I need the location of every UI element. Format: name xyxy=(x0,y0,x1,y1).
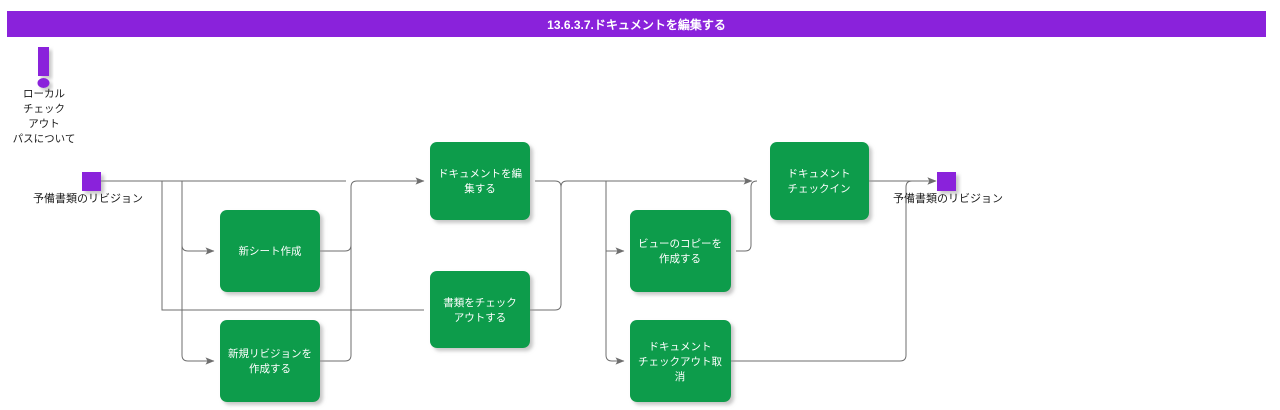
connector-edit-doc-out xyxy=(535,180,562,305)
connector-checkout-doc-out xyxy=(530,187,562,311)
note-line-1: チェック xyxy=(23,103,65,115)
page-title: 13.6.3.7.ドキュメントを編集する xyxy=(547,17,726,32)
connector-mid-merge-to-trunk xyxy=(560,177,753,188)
node-end[interactable]: 予備書類のリビジョン xyxy=(893,172,1003,205)
connector-trunk-to-new-sheet xyxy=(181,244,215,255)
connector-left-merge-up xyxy=(350,177,425,188)
connector-cancel-checkout-to-end xyxy=(730,177,937,362)
node-checkout-document[interactable]: 書類をチェック アウトする xyxy=(430,271,530,348)
connector-trunk-split-right xyxy=(605,181,625,365)
local-checkout-path-note: ローカル チェック アウト パスについて xyxy=(13,47,76,145)
node-copy-view-line-1: 作成する xyxy=(659,253,701,265)
node-checkout-document-line-0: 書類をチェック xyxy=(443,296,517,309)
connectors xyxy=(101,177,937,365)
node-cancel-checkout-line-2: 消 xyxy=(675,370,686,383)
node-new-revision-line-1: 作成する xyxy=(249,363,291,375)
connector-new-sheet-merge xyxy=(320,187,352,252)
note-line-2: アウト xyxy=(28,118,60,130)
note-line-3: パスについて xyxy=(13,133,76,145)
connector-trunk-to-checkout-doc xyxy=(161,181,424,311)
node-copy-view-line-0: ビューのコピーを xyxy=(638,238,722,250)
connector-new-revision-merge xyxy=(320,187,352,362)
node-new-sheet[interactable]: 新シート作成 xyxy=(220,210,320,292)
node-new-revision[interactable]: 新規リビジョンを 作成する xyxy=(220,320,320,402)
node-start-label: 予備書類のリビジョン xyxy=(33,191,143,205)
node-start[interactable]: 予備書類のリビジョン xyxy=(33,172,143,205)
node-checkin-document[interactable]: ドキュメント チェックイン xyxy=(770,142,869,220)
node-checkin-document-line-1: チェックイン xyxy=(788,183,851,195)
node-new-sheet-line-0: 新シート作成 xyxy=(239,244,302,257)
node-copy-view[interactable]: ビューのコピーを 作成する xyxy=(630,210,731,292)
node-end-label: 予備書類のリビジョン xyxy=(893,191,1003,205)
node-checkin-document-line-0: ドキュメント xyxy=(788,168,851,180)
connector-copy-view-merge xyxy=(736,180,758,252)
header-bar: 13.6.3.7.ドキュメントを編集する xyxy=(7,11,1266,37)
node-edit-document[interactable]: ドキュメントを編 集する xyxy=(430,142,530,220)
node-cancel-checkout-line-1: チェックアウト取 xyxy=(638,356,722,368)
exclamation-icon xyxy=(37,47,50,88)
node-checkout-document-line-1: アウトする xyxy=(454,312,507,324)
node-new-revision-line-0: 新規リビジョンを xyxy=(228,347,312,360)
node-cancel-checkout-line-0: ドキュメント xyxy=(649,341,712,353)
node-edit-document-line-0: ドキュメントを編 xyxy=(438,167,522,180)
node-cancel-checkout[interactable]: ドキュメント チェックアウト取 消 xyxy=(630,320,731,402)
connector-trunk-split-left xyxy=(181,181,215,365)
node-edit-document-line-1: 集する xyxy=(464,182,496,195)
note-line-0: ローカル xyxy=(23,88,65,100)
